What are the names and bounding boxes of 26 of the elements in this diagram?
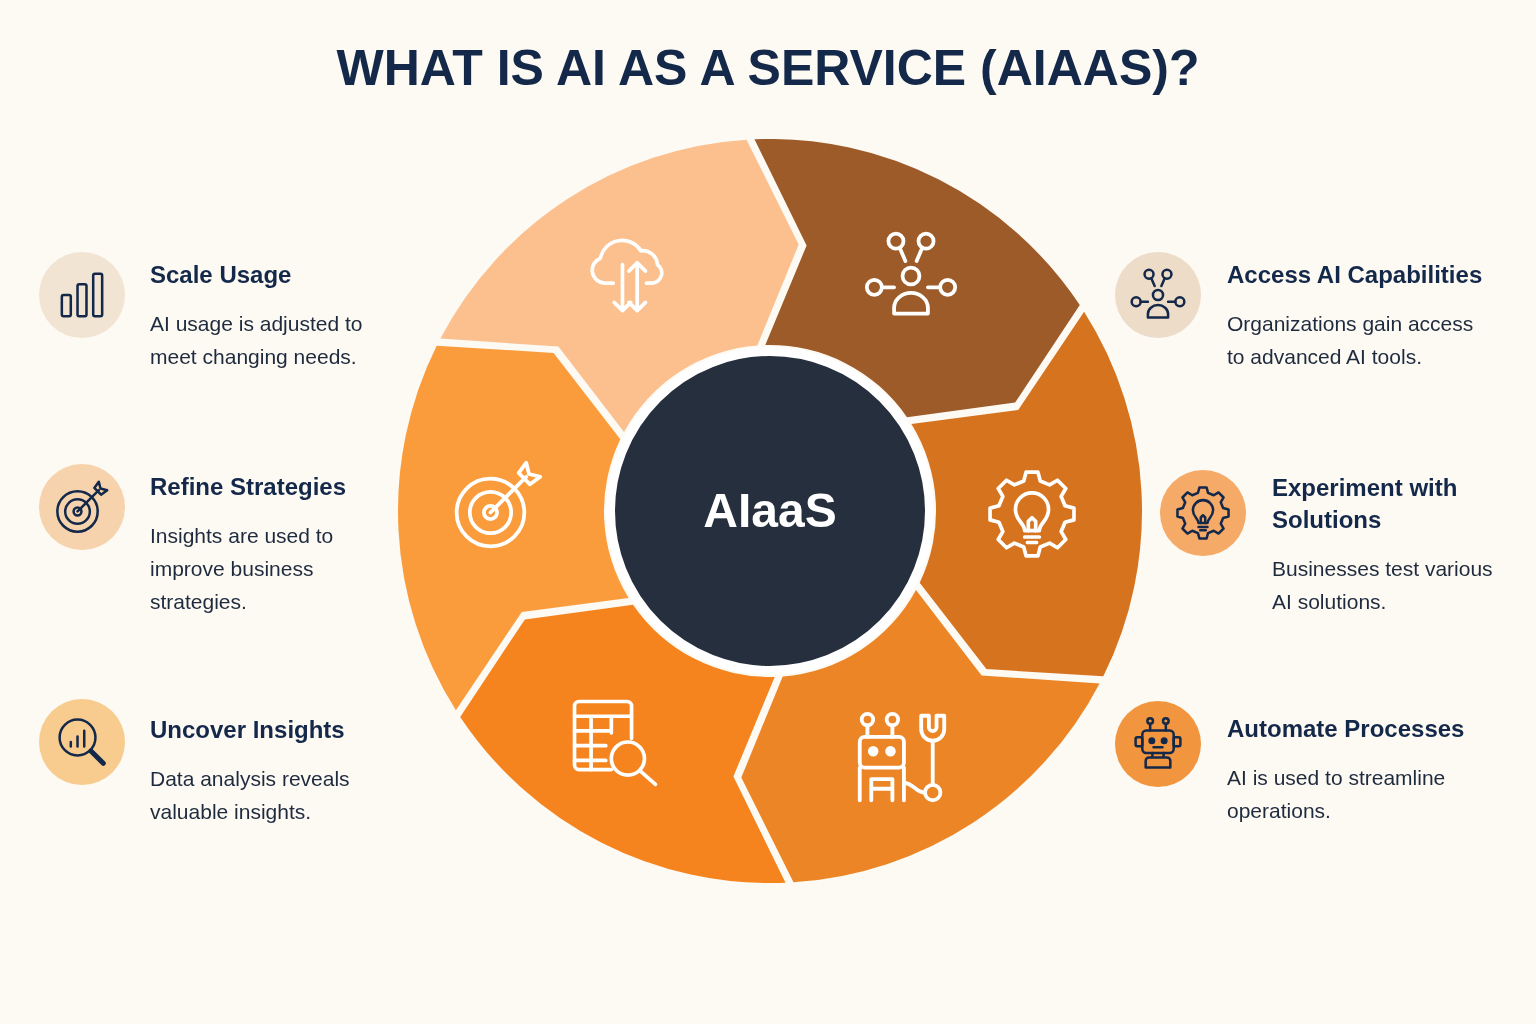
target-icon bbox=[39, 464, 125, 550]
step-description: Insights are used to improve business strategies. bbox=[150, 523, 335, 615]
step-title: Refine Strategies bbox=[150, 472, 347, 502]
step-description: Businesses test various AI solutions. bbox=[1272, 556, 1494, 615]
people-network-icon bbox=[1115, 252, 1201, 338]
ring-segment bbox=[911, 311, 1142, 677]
ring-segment bbox=[741, 589, 1100, 883]
ring-segment bbox=[398, 345, 629, 711]
robot-icon bbox=[1115, 701, 1201, 787]
step-title: Automate Processes bbox=[1227, 714, 1465, 744]
step-title: Access AI Capabilities bbox=[1227, 260, 1483, 290]
step-description: AI is used to streamline operations. bbox=[1227, 765, 1447, 824]
bar-chart-icon bbox=[39, 252, 125, 338]
step-description: Organizations gain access to advanced AI tools. bbox=[1227, 311, 1475, 370]
step-title: Scale Usage bbox=[150, 260, 292, 290]
step-title: Uncover Insights bbox=[150, 715, 345, 745]
step-description: Data analysis reveals valuable insights. bbox=[150, 766, 351, 825]
ring-segment bbox=[440, 139, 799, 433]
ring-segment bbox=[460, 604, 786, 883]
step-description: AI usage is adjusted to meet changing needs. bbox=[150, 311, 364, 370]
chart-search-icon bbox=[39, 699, 125, 785]
ring-segment bbox=[754, 139, 1080, 418]
center-label: AIaaS bbox=[703, 483, 837, 539]
lightbulb-gear-icon bbox=[1160, 470, 1246, 556]
step-title: Experiment with Solutions bbox=[1272, 473, 1459, 535]
page-title: WHAT IS AI AS A SERVICE (AIAAS)? bbox=[336, 39, 1200, 98]
